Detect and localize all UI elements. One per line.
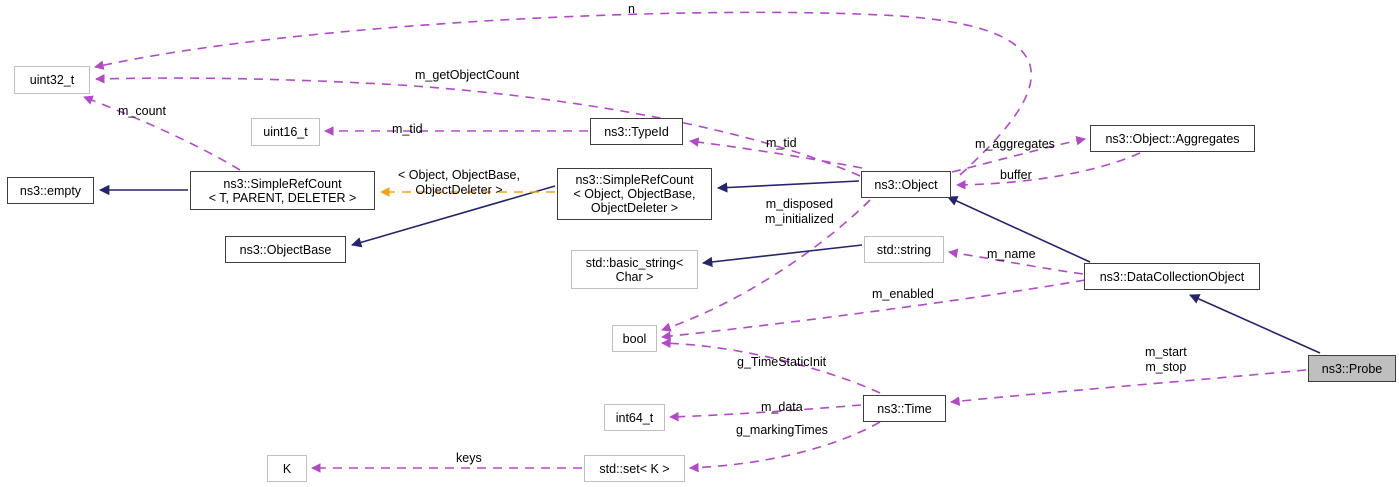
edge-label-m-aggregates: m_aggregates (975, 137, 1055, 151)
edge-object-to-aggregates (951, 135, 1086, 173)
node-bool[interactable]: bool (612, 325, 657, 352)
edge-object-to-typeid (689, 137, 863, 169)
edge-srcT-to-uint32 (83, 95, 241, 171)
edge-time-to-stdset (689, 421, 881, 473)
node-ns3-object[interactable]: ns3::Object (861, 171, 951, 198)
node-ns3-time[interactable]: ns3::Time (863, 395, 946, 422)
edge-time-to-bool (661, 338, 881, 394)
edge-objectbase-to-srcObject (351, 185, 556, 248)
edge-stdstring-to-basicstring (701, 244, 863, 268)
node-ns3-typeid[interactable]: ns3::TypeId (590, 118, 683, 145)
edge-object-to-bool-disposed (661, 199, 871, 332)
edge-object-to-uint32-count (95, 73, 861, 177)
edge-label-g-markingtimes: g_markingTimes (736, 423, 828, 437)
edge-label-m-data: m_data (761, 400, 803, 414)
edge-datacollection-to-object (947, 196, 1091, 263)
edge-aggregates-to-object (956, 152, 1141, 190)
edge-object-to-uint32-n (94, 11, 1032, 176)
usage-edges (83, 11, 1307, 473)
edge-label-m-disposed-initialized: m_disposed m_initialized (765, 197, 834, 226)
node-ns3-probe[interactable]: ns3::Probe (1308, 355, 1396, 382)
edge-probe-to-datacollection (1189, 294, 1321, 354)
edge-datacollection-to-string (948, 248, 1084, 275)
node-uint16-t[interactable]: uint16_t (251, 118, 320, 146)
edge-label-buffer: buffer (1000, 168, 1032, 182)
node-uint32-t[interactable]: uint32_t (14, 66, 90, 94)
node-std-string[interactable]: std::string (864, 236, 944, 263)
edge-label-m-enabled: m_enabled (872, 287, 934, 301)
edge-label-m-getobjectcount: m_getObjectCount (415, 68, 520, 82)
inheritance-edges (98, 180, 1321, 354)
node-ns3-object-aggregates[interactable]: ns3::Object::Aggregates (1090, 125, 1255, 152)
node-ns3-empty[interactable]: ns3::empty (7, 177, 94, 204)
edge-label-g-timestaticinit: g_TimeStaticInit (737, 355, 827, 369)
node-ns3-simplerefcount-t[interactable]: ns3::SimpleRefCount < T, PARENT, DELETER… (190, 171, 375, 210)
node-ns3-simplerefcount-object[interactable]: ns3::SimpleRefCount < Object, ObjectBase… (557, 168, 712, 220)
edge-datacollection-to-bool (661, 279, 1086, 341)
edge-label-keys: keys (456, 451, 482, 465)
node-ns3-objectbase[interactable]: ns3::ObjectBase (225, 236, 346, 263)
node-std-basic-string[interactable]: std::basic_string< Char > (571, 250, 698, 289)
edge-label-m-tid-right: m_tid (766, 136, 797, 150)
edge-label-m-count: m_count (118, 104, 166, 118)
node-int64-t[interactable]: int64_t (604, 404, 665, 431)
node-k[interactable]: K (267, 455, 307, 482)
edge-label-n: n (628, 2, 635, 16)
node-ns3-datacollectionobject[interactable]: ns3::DataCollectionObject (1084, 263, 1260, 290)
edge-object-to-srcObject (716, 180, 860, 193)
edge-time-to-int64 (669, 404, 862, 422)
edge-label-template-args: < Object, ObjectBase, ObjectDeleter > (398, 168, 520, 197)
node-std-set-k[interactable]: std::set< K > (584, 455, 685, 482)
edge-label-m-start-m-stop: m_start m_stop (1145, 345, 1187, 374)
edge-label-m-name: m_name (987, 247, 1036, 261)
edge-probe-to-time (950, 369, 1307, 406)
edge-label-m-tid-left: m_tid (392, 122, 423, 136)
